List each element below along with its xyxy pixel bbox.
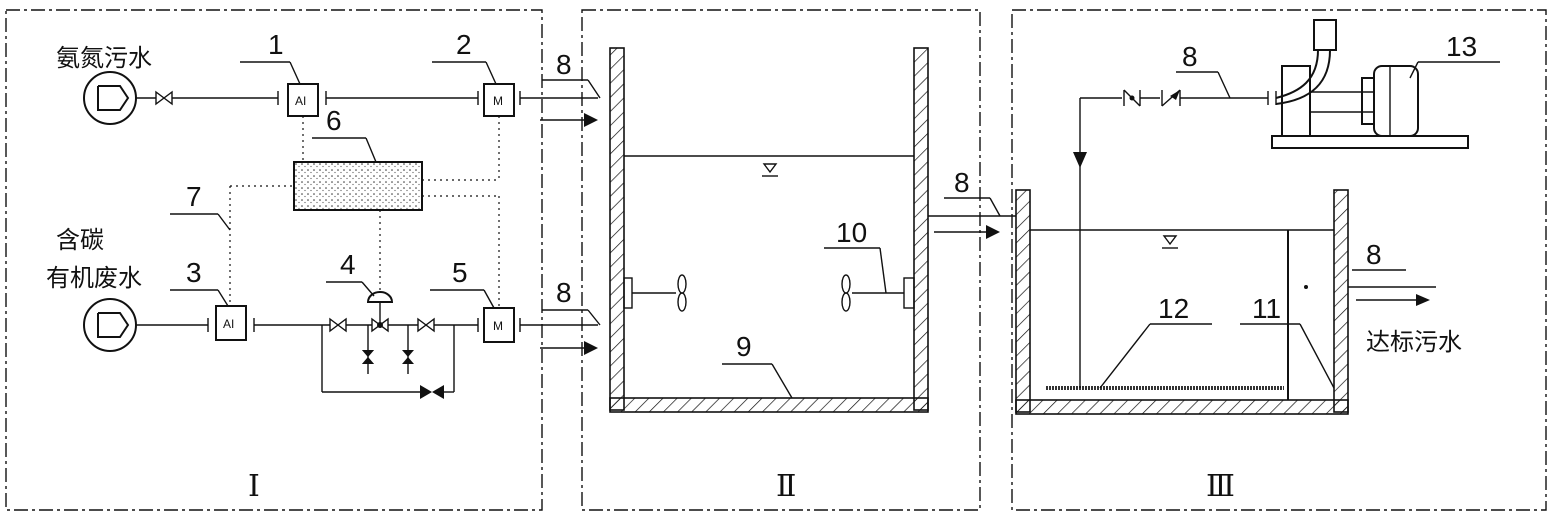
svg-text:AI: AI [295,94,306,108]
flow-arrow-icon [1356,294,1430,306]
down-arrow-icon [1073,152,1087,168]
flow-arrow-icon [540,113,598,127]
compliant-wastewater-label: 达标污水 [1366,328,1462,356]
tank-III-bottom [1015,399,1349,415]
section-3-boundary [1011,9,1547,511]
callout-7: 7 [186,181,202,212]
ammonia-wastewater-label: 氨氮污水 [56,44,152,72]
bypass-valve-icon [420,385,444,399]
ammonia-feed-pump-icon [83,71,137,125]
callout-10: 10 [836,217,867,248]
flow-meter-2: M [483,83,515,117]
callout-11: 11 [1252,293,1281,324]
callout-2: 2 [456,29,472,60]
carbon-wastewater-label-2: 有机废水 [46,264,142,292]
mixer-left [623,274,687,312]
svg-text:M: M [493,319,503,333]
gate-valve-icon [417,317,435,333]
controller-6 [293,161,423,211]
callout-6: 6 [326,105,342,136]
section-label-3: Ⅲ [1206,469,1235,504]
analyzer-1: AI [287,83,319,117]
tank-9-bottom [609,397,929,413]
water-level-icon [1162,235,1178,249]
callout-4: 4 [340,249,356,280]
gate-valve-icon [329,317,347,333]
check-valve-icon [1123,89,1141,107]
control-valve-4 [366,291,394,333]
water-level-icon [762,163,778,177]
section-1-boundary [5,9,543,511]
callout-8-overflow: 8 [954,167,970,198]
svg-text:AI: AI [223,317,234,331]
callout-8-outlet: 8 [1366,239,1382,270]
carbon-feed-pump-icon [83,298,137,352]
flow-meter-5: M [483,307,515,343]
callout-12: 12 [1158,293,1189,324]
analyzer-3: AI [215,305,247,341]
drain-valve-icon [362,350,374,364]
callout-1: 1 [268,29,284,60]
tank-9-left-wall [609,47,625,411]
flow-arrow-icon [540,341,598,355]
tank-III-left-wall [1015,189,1031,413]
callout-3: 3 [186,257,202,288]
callout-8-bottom: 8 [556,277,572,308]
callout-8-top: 8 [556,49,572,80]
section-label-1: Ⅰ [248,469,260,504]
tank-III-right-wall [1333,189,1349,413]
blower-13 [1271,19,1469,149]
tank-9-right-wall [913,47,929,411]
check-valve-icon [1161,89,1181,107]
svg-text:M: M [493,94,503,108]
callout-9: 9 [736,331,752,362]
callout-13: 13 [1446,31,1477,62]
mixer-10 [841,274,915,312]
carbon-wastewater-label-1: 含碳 [56,226,104,254]
drain-valve-icon [402,350,414,364]
section-2-boundary [581,9,981,511]
gate-valve-icon [155,90,173,106]
flow-arrow-icon [934,225,1000,239]
callout-8-air: 8 [1182,41,1198,72]
callout-5: 5 [452,257,468,288]
section-label-2: Ⅱ [776,469,796,504]
